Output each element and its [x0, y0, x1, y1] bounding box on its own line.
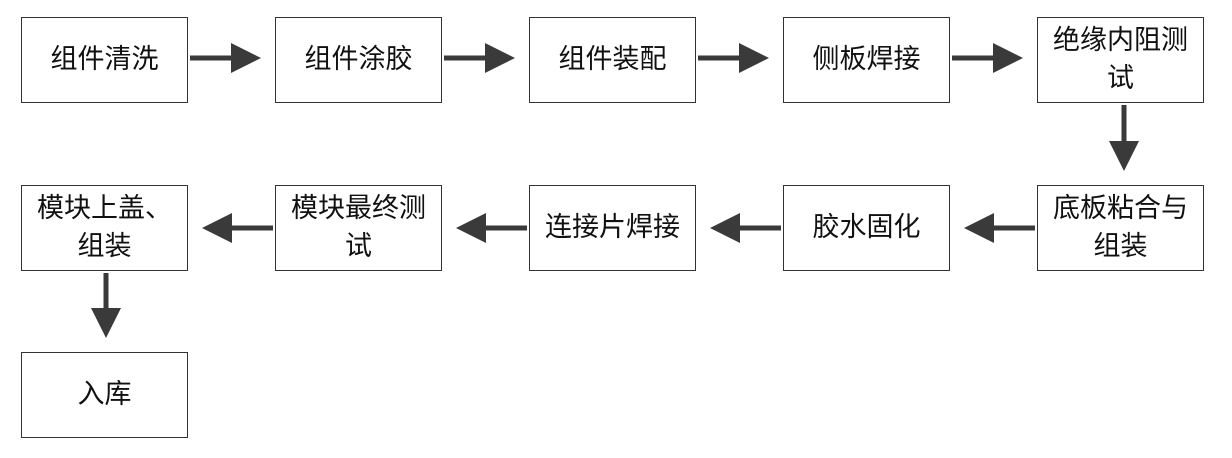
step-glue-curing: 胶水固化: [783, 185, 950, 271]
step-label: 模块上盖、 组装: [37, 193, 172, 262]
step-base-plate-bonding-assembly: 底板粘合与 组装: [1037, 185, 1204, 271]
step-insulation-resistance-test: 绝缘内阻测 试: [1037, 17, 1204, 103]
step-side-plate-welding: 侧板焊接: [783, 17, 950, 103]
step-connector-welding: 连接片焊接: [529, 185, 696, 271]
step-label: 底板粘合与 组装: [1053, 193, 1188, 262]
step-label: 入库: [77, 379, 132, 410]
step-component-assembly: 组件装配: [529, 17, 696, 103]
step-warehousing: 入库: [21, 352, 188, 438]
step-label: 组件涂胶: [304, 44, 413, 75]
step-label: 连接片焊接: [545, 212, 680, 243]
step-component-gluing: 组件涂胶: [275, 17, 442, 103]
step-label: 组件装配: [558, 44, 667, 75]
step-module-final-test: 模块最终测 试: [275, 185, 442, 271]
step-component-cleaning: 组件清洗: [21, 17, 188, 103]
step-label: 绝缘内阻测 试: [1053, 25, 1188, 94]
step-label: 模块最终测 试: [291, 193, 426, 262]
step-label: 侧板焊接: [812, 44, 921, 75]
step-label: 胶水固化: [812, 212, 921, 243]
step-label: 组件清洗: [50, 44, 159, 75]
step-module-cover-assembly: 模块上盖、 组装: [21, 185, 188, 271]
